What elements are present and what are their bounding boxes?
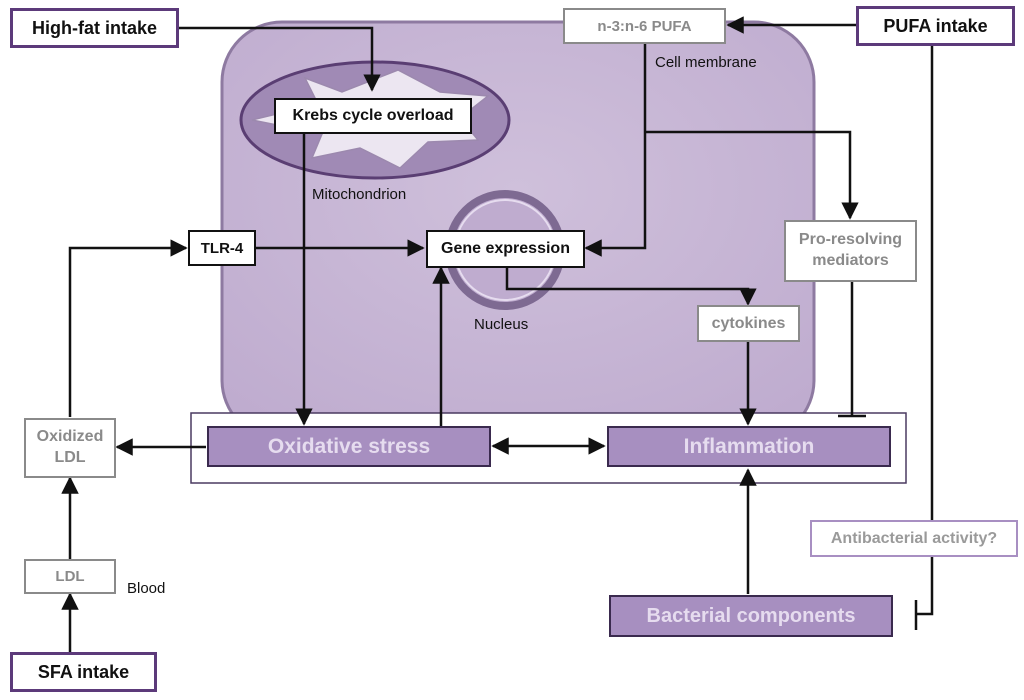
tlr4-box: TLR-4 <box>188 230 256 266</box>
pro-resolving-label-line1: Pro-resolving <box>798 231 903 249</box>
oxidative-stress-label: Oxidative stress <box>267 434 431 458</box>
oxidized-ldl-label-line2: LDL <box>54 449 86 466</box>
oxidized-ldl-label-line1: Oxidized <box>36 428 104 446</box>
krebs-cycle-label: Krebs cycle overload <box>292 107 454 124</box>
gene-expression-label: Gene expression <box>441 240 570 257</box>
pufa-intake-label: PUFA intake <box>883 15 988 36</box>
oxidized-ldl-box: Oxidized LDL <box>24 418 116 478</box>
antibacterial-activity-label: Antibacterial activity? <box>830 529 998 547</box>
arrow-highfat-krebs <box>179 26 381 92</box>
arrow-n3n6-proresolving <box>645 130 859 220</box>
mitochondrion-label: Mitochondrion <box>312 186 407 203</box>
ldl-label: LDL <box>55 568 85 585</box>
ldl-box: LDL <box>24 559 116 594</box>
cell-membrane-label: Cell membrane <box>655 54 757 71</box>
inhibit-pufa-bacterial <box>916 44 934 616</box>
nucleus-label: Nucleus <box>474 316 529 333</box>
arrow-gene-cytokines <box>505 268 757 306</box>
cytokines-label: cytokines <box>711 314 786 332</box>
cytokines-box: cytokines <box>697 305 800 342</box>
pufa-intake-box: PUFA intake <box>856 6 1015 46</box>
high-fat-intake-box: High-fat intake <box>10 8 179 48</box>
inflammation-box: Inflammation <box>607 426 891 467</box>
gene-expression-box: Gene expression <box>426 230 585 268</box>
arrow-n3n6-gene <box>584 44 647 257</box>
n3-n6-pufa-label: n-3:n-6 PUFA <box>597 17 692 35</box>
antibacterial-activity-box: Antibacterial activity? <box>810 520 1018 557</box>
sfa-intake-label: SFA intake <box>37 661 130 682</box>
high-fat-intake-label: High-fat intake <box>31 17 157 38</box>
pro-resolving-box: Pro-resolving mediators <box>784 220 917 282</box>
arrow-oxldl-tlr4 <box>68 239 188 417</box>
tlr4-label: TLR-4 <box>200 239 244 257</box>
bacterial-components-box: Bacterial components <box>609 595 893 637</box>
sfa-intake-box: SFA intake <box>10 652 157 692</box>
bacterial-components-label: Bacterial components <box>646 604 856 627</box>
pro-resolving-label-line2: mediators <box>812 252 889 269</box>
krebs-cycle-box: Krebs cycle overload <box>274 98 472 134</box>
inflammation-label: Inflammation <box>683 434 815 458</box>
blood-label: Blood <box>127 580 166 597</box>
n3-n6-pufa-box: n-3:n-6 PUFA <box>563 8 726 44</box>
oxidative-stress-box: Oxidative stress <box>207 426 491 467</box>
